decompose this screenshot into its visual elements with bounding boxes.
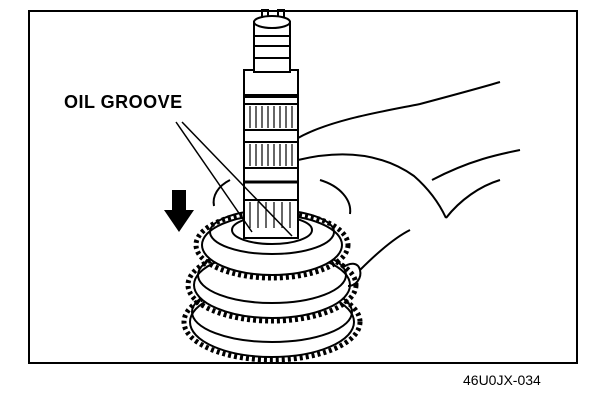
oil-groove-leader-lines — [175, 121, 293, 237]
figure-code: 46U0JX-034 — [463, 372, 541, 388]
down-arrow-icon — [164, 190, 194, 232]
oil-groove-label: OIL GROOVE — [64, 92, 183, 112]
shaft-splines — [249, 106, 293, 228]
hands — [212, 81, 521, 287]
main-shaft — [243, 9, 299, 239]
